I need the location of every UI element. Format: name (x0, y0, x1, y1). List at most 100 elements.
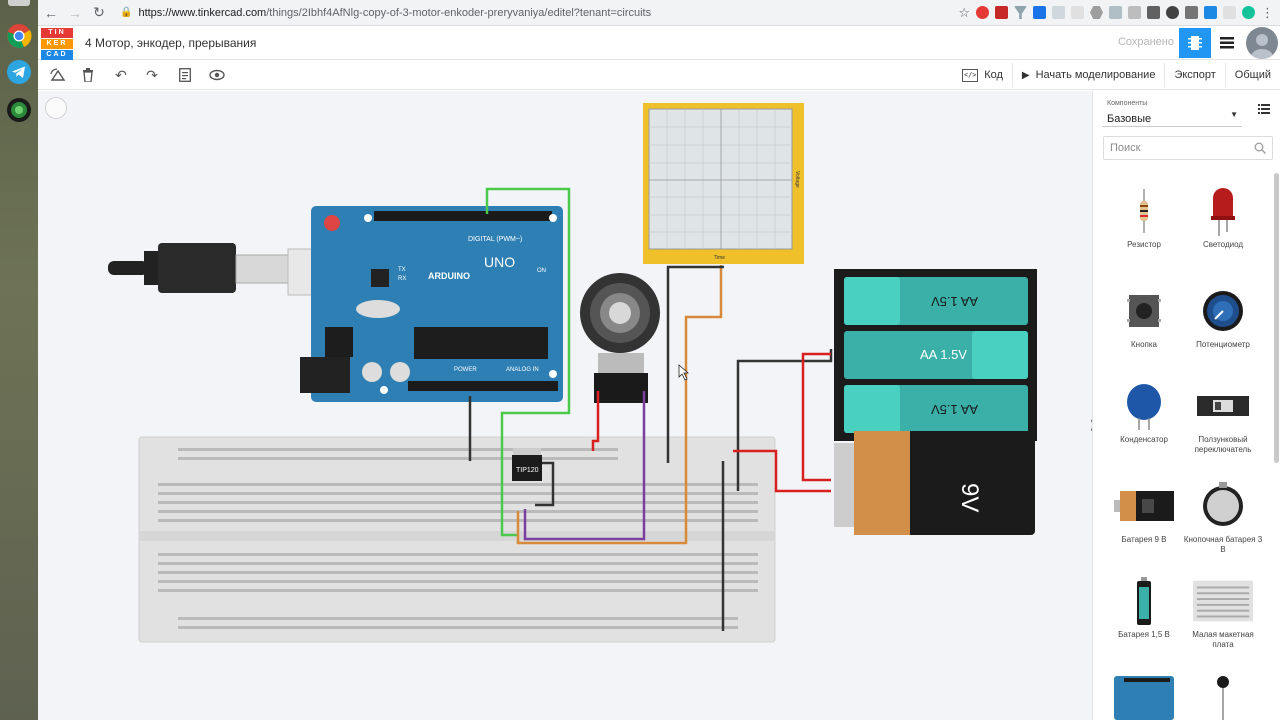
component-small-breadboard[interactable]: Малая макетная плата (1183, 576, 1263, 650)
user-avatar[interactable] (1246, 27, 1278, 59)
table-icon (1220, 37, 1234, 49)
app-globe-icon[interactable] (5, 96, 33, 124)
telegram-icon[interactable] (5, 58, 33, 86)
component-button[interactable]: Кнопка (1104, 286, 1184, 350)
components-panel: Компоненты Базовые ▼ Резистор (1092, 91, 1280, 720)
component-arduino-partial[interactable] (1104, 671, 1184, 720)
share-label: Общий (1234, 69, 1271, 81)
arduino-rx-label: RX (398, 276, 406, 282)
back-icon[interactable]: ← (44, 4, 58, 21)
component-led[interactable]: Светодиод (1183, 186, 1263, 250)
chrome-icon[interactable] (5, 22, 33, 50)
components-select-label: Компоненты (1107, 100, 1148, 107)
list-view-icon[interactable] (1258, 104, 1270, 114)
arduino-digital-label: DIGITAL (PWM~) (468, 236, 522, 243)
extension-translate-icon[interactable] (1033, 6, 1046, 19)
oscilloscope[interactable]: Time Voltage (643, 103, 804, 264)
zoom-to-fit-button[interactable] (45, 97, 67, 119)
tinkercad-logo[interactable]: TIN KER CAD (41, 27, 73, 60)
component-name: Светодиод (1202, 240, 1244, 249)
start-simulation-button[interactable]: ▶ Начать моделирование (1011, 63, 1165, 87)
components-category-select[interactable]: Компоненты Базовые ▼ (1102, 97, 1242, 127)
component-battery-9v[interactable]: Батарея 9 В (1104, 481, 1184, 545)
extension-page-icon[interactable] (1052, 6, 1065, 19)
nine-volt-battery[interactable]: 9V (834, 431, 1035, 535)
component-name: Потенциометр (1196, 340, 1250, 349)
rotary-encoder[interactable] (580, 273, 660, 403)
star-icon[interactable]: ☆ (958, 4, 970, 20)
component-search (1103, 136, 1273, 160)
component-slide-switch[interactable]: Ползунковый переключатель (1183, 381, 1263, 455)
capacitor-icon (1114, 381, 1174, 431)
wires (468, 187, 833, 631)
code-button[interactable]: </> Код (953, 63, 1012, 87)
search-icon[interactable] (1254, 142, 1266, 154)
forward-icon[interactable]: → (68, 4, 82, 21)
battery-aa-icon (1114, 576, 1174, 626)
extension-pin-icon[interactable] (1185, 6, 1198, 19)
component-name: Батарея 1,5 В (1118, 630, 1170, 639)
aa-battery-3-label: AA 1.5V (931, 402, 978, 417)
undo-icon[interactable]: ↶ (115, 66, 127, 83)
component-potentiometer[interactable]: Потенциометр (1183, 286, 1263, 350)
export-button[interactable]: Экспорт (1164, 63, 1224, 87)
components-select-value: Базовые (1107, 113, 1152, 125)
component-search-input[interactable] (1110, 137, 1250, 159)
visibility-icon[interactable] (205, 64, 229, 86)
extension-hex-icon[interactable] (1090, 6, 1103, 19)
chrome-menu-icon[interactable]: ⋮ (1261, 4, 1274, 20)
extension-box-icon[interactable] (1071, 6, 1084, 19)
arduino-analog-label: ANALOG IN (506, 367, 539, 373)
tip120-transistor[interactable]: TIP120 (512, 448, 542, 481)
component-resistor[interactable]: Резистор (1104, 186, 1184, 250)
code-label: Код (984, 69, 1003, 81)
circuit-canvas[interactable]: DIGITAL (PWM~) ARDUINO UNO ON TX RX POWE… (38, 91, 1092, 720)
component-name: Малая макетная плата (1192, 630, 1254, 649)
component-coin-battery[interactable]: Кнопочная батарея 3 В (1183, 481, 1263, 555)
extension-yandex-icon[interactable] (1128, 6, 1141, 19)
extension-red-icon[interactable] (995, 6, 1008, 19)
led-icon (1193, 186, 1253, 236)
rotate-icon[interactable] (46, 64, 70, 86)
panel-scrollbar[interactable] (1274, 173, 1279, 463)
url-domain: https://www.tinkercad.com (138, 6, 267, 19)
extension-light-icon[interactable] (1223, 6, 1236, 19)
extension-opera-icon[interactable] (976, 6, 989, 19)
extension-gray-icon[interactable] (1109, 6, 1122, 19)
editor-toolbar: ↶ ↷ </> Код ▶ Начать моделирование Экспо… (38, 60, 1280, 90)
logo-row-3: CAD (41, 49, 73, 60)
component-name: Кнопка (1131, 340, 1157, 349)
component-capacitor[interactable]: Конденсатор (1104, 381, 1184, 445)
extension-funnel-icon[interactable] (1014, 6, 1027, 19)
component-list-button[interactable] (1213, 28, 1241, 58)
notes-icon[interactable] (173, 64, 197, 86)
arduino-power-label: POWER (454, 367, 477, 373)
component-battery-1-5v[interactable]: Батарея 1,5 В (1104, 576, 1184, 640)
extension-dark-icon[interactable] (1147, 6, 1160, 19)
component-piezo-partial[interactable] (1183, 671, 1263, 720)
aa-battery-pack[interactable]: AA 1.5V AA 1.5V AA 1.5V (834, 269, 1037, 441)
oscilloscope-voltage-label: Voltage (794, 171, 800, 188)
extension-grammarly-icon[interactable] (1242, 6, 1255, 19)
reload-icon[interactable]: ↻ (93, 4, 105, 20)
component-name: Ползунковый переключатель (1194, 435, 1252, 454)
circuit-view-button[interactable] (1179, 28, 1211, 58)
redo-icon[interactable]: ↷ (146, 66, 158, 83)
extension-circle-icon[interactable] (1166, 6, 1179, 19)
nine-volt-label: 9V (956, 483, 983, 512)
address-bar[interactable]: 🔒 https://www.tinkercad.com/things/2Ibhf… (120, 7, 958, 19)
arduino-uno-board[interactable]: DIGITAL (PWM~) ARDUINO UNO ON TX RX POWE… (300, 206, 563, 402)
breadboard-icon (1193, 576, 1253, 626)
breadboard[interactable] (138, 436, 776, 643)
extension-blue-icon[interactable] (1204, 6, 1217, 19)
project-title[interactable]: 4 Мотор, энкодер, прерывания (85, 35, 257, 50)
arduino-brand: ARDUINO (428, 271, 470, 281)
logo-row-1: TIN (41, 27, 73, 38)
arduino-model: UNO (484, 254, 515, 270)
browser-toolbar: ← → ↻ 🔒 https://www.tinkercad.com/things… (38, 0, 1280, 26)
transistor-label: TIP120 (516, 467, 539, 474)
dock-top-handle (8, 0, 30, 6)
delete-icon[interactable] (76, 64, 100, 86)
share-button[interactable]: Общий (1224, 63, 1280, 87)
extension-icons: ☆ ⋮ (958, 5, 1274, 21)
